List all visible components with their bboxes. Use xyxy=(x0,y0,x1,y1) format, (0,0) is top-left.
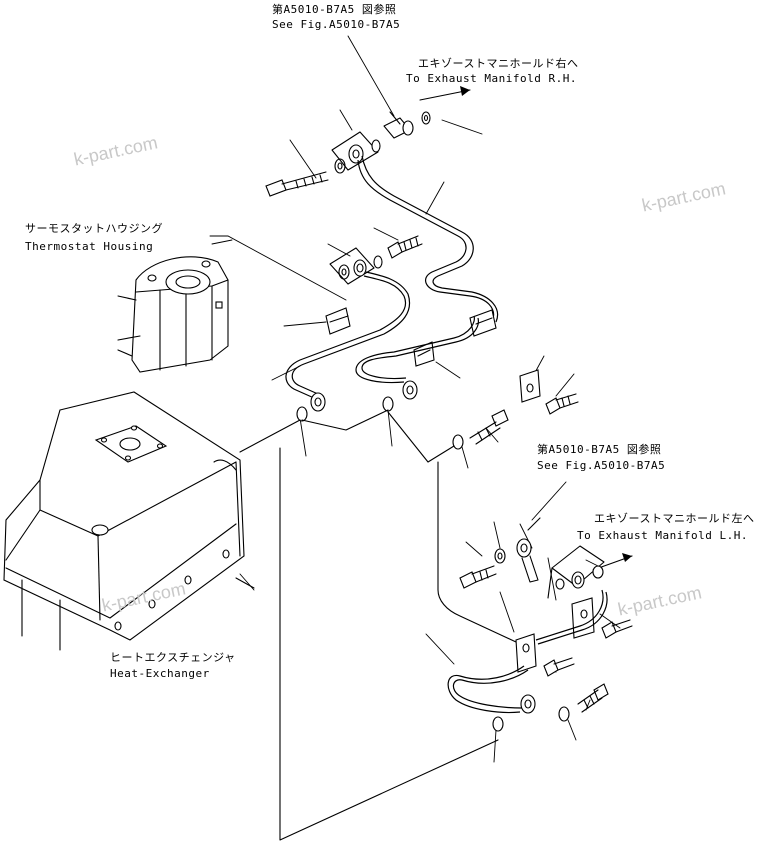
thermostat-en-label: Thermostat Housing xyxy=(25,240,154,253)
lower-assembly xyxy=(447,538,633,732)
thermostat-housing xyxy=(117,256,229,373)
heat-exchanger xyxy=(3,391,255,651)
heat-exchanger-en-label: Heat-Exchanger xyxy=(110,667,210,680)
ref-mid-jp-label: 第A5010-B7A5 図参照 xyxy=(537,443,662,456)
ref-mid-en-label: See Fig.A5010-B7A5 xyxy=(537,459,666,472)
thermostat-jp-label: サーモスタットハウジング xyxy=(25,222,163,235)
clamp-bolt-right xyxy=(545,393,579,415)
upper-pipe xyxy=(357,155,499,323)
clamps xyxy=(325,307,541,403)
upper-banjo-assembly xyxy=(265,111,431,197)
center-bolt xyxy=(452,409,509,450)
middle-pipe xyxy=(285,271,411,422)
ref-top-jp-label: 第A5010-B7A5 図参照 xyxy=(272,3,397,16)
exhaust-lh-jp-label: エキゾーストマニホールド左へ xyxy=(594,512,755,525)
exhaust-rh-jp-label: エキゾーストマニホールド右へ xyxy=(418,57,579,70)
middle-banjo-assembly xyxy=(329,235,423,285)
center-loop-pipe xyxy=(355,315,479,412)
heat-exchanger-jp-label: ヒートエクスチェンジャ xyxy=(110,651,236,664)
exhaust-lh-en-label: To Exhaust Manifold L.H. xyxy=(577,529,748,542)
long-pipes xyxy=(239,409,517,841)
ref-top-en-label: See Fig.A5010-B7A5 xyxy=(272,18,401,31)
reference-arrows xyxy=(389,86,633,571)
exhaust-rh-en-label: To Exhaust Manifold R.H. xyxy=(406,72,577,85)
